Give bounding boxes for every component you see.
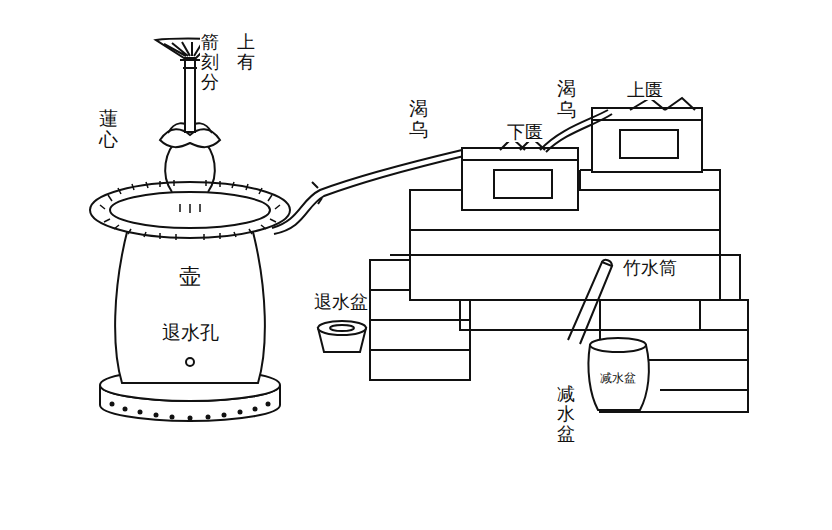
- part-label: 上匮: [626, 80, 664, 100]
- vessel-text: 退水孔: [128, 320, 252, 346]
- part-label: 渴乌: [408, 98, 429, 140]
- pot-vessel: 壶退水孔: [128, 258, 252, 354]
- part-label: 下匮: [506, 122, 544, 142]
- part-label: 退水盆: [313, 292, 369, 312]
- part-label: 渴乌: [556, 78, 577, 120]
- part-label: 箭刻分: [200, 32, 220, 91]
- basin-vessel: 减水盆: [594, 362, 642, 402]
- part-label: 减水盆: [556, 384, 576, 443]
- vessel-text: 减水盆: [594, 370, 642, 387]
- part-label: 蓮心: [98, 108, 119, 150]
- part-label: 竹水筒: [622, 258, 678, 278]
- part-label: 上有: [236, 32, 256, 72]
- vessel-text: 壶: [128, 262, 252, 292]
